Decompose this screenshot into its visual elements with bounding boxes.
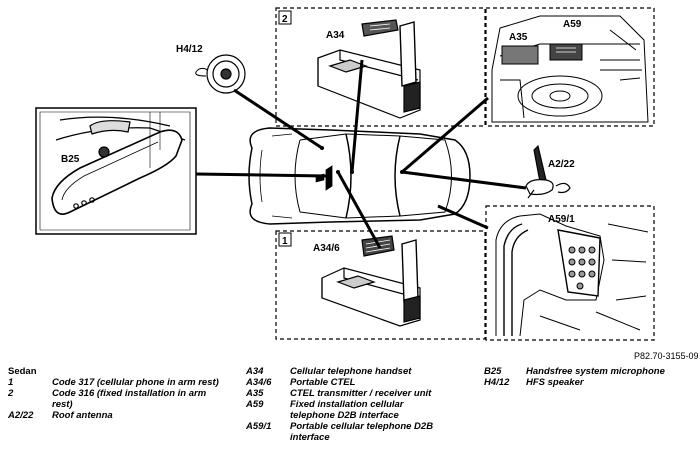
legend-item: A34 Cellular telephone handset	[246, 366, 412, 377]
legend-item: B25 Handsfree system microphone	[484, 366, 665, 377]
legend-item: 2 Code 316 (fixed installation in arm re…	[8, 388, 207, 410]
box-1-number: 1	[282, 236, 288, 247]
armrest-portable-drawing	[321, 235, 421, 327]
legend-column-1: Sedan 1 Code 317 (cellular phone in arm …	[8, 366, 223, 421]
roof-antenna-drawing	[525, 144, 571, 199]
callout-a2-22: A2/22	[548, 159, 575, 170]
legend-column-3: B25 Handsfree system microphone H4/12 HF…	[484, 366, 694, 388]
legend-item: 1 Code 317 (cellular phone in arm rest)	[8, 377, 219, 388]
callout-a34: A34	[326, 30, 345, 41]
detail-box-1	[275, 230, 486, 340]
callout-a59: A59	[563, 19, 582, 30]
legend-item: A35 CTEL transmitter / receiver unit	[246, 388, 432, 399]
legend-item: A59 Fixed installation cellular telephon…	[246, 399, 404, 421]
callout-h4-12: H4/12	[176, 44, 203, 55]
figure-part-code: P82.70-3155-09	[634, 351, 699, 361]
legend-item: A2/22 Roof antenna	[8, 410, 113, 421]
callout-a35: A35	[509, 32, 528, 43]
mirror-drawing	[39, 111, 191, 231]
legend-item: A34/6 Portable CTEL	[246, 377, 356, 388]
detail-box-trunk	[485, 7, 655, 127]
rear-panel-drawing	[495, 213, 649, 337]
leader-lines	[195, 59, 527, 249]
legend-item: A59/1 Portable cellular telephone D2B in…	[246, 421, 434, 443]
trunk-drawing	[491, 15, 649, 123]
legend-heading: Sedan	[8, 366, 37, 377]
detail-box-2	[275, 7, 486, 127]
callout-a34-6: A34/6	[313, 243, 340, 254]
callout-b25: B25	[61, 154, 80, 165]
callout-a59-1: A59/1	[548, 214, 575, 225]
location-diagram: 2 1 A34 A35 A59 H4/12 B25 A2/22 A59/1 A3…	[35, 7, 655, 341]
detail-box-rear-panel	[485, 205, 655, 341]
armrest-fixed-drawing	[317, 19, 421, 119]
legend-item: H4/12 HFS speaker	[484, 377, 584, 388]
hfs-speaker-drawing	[195, 54, 246, 94]
box-2-number: 2	[282, 14, 288, 25]
legend-column-2: A34 Cellular telephone handset A34/6 Por…	[246, 366, 446, 443]
